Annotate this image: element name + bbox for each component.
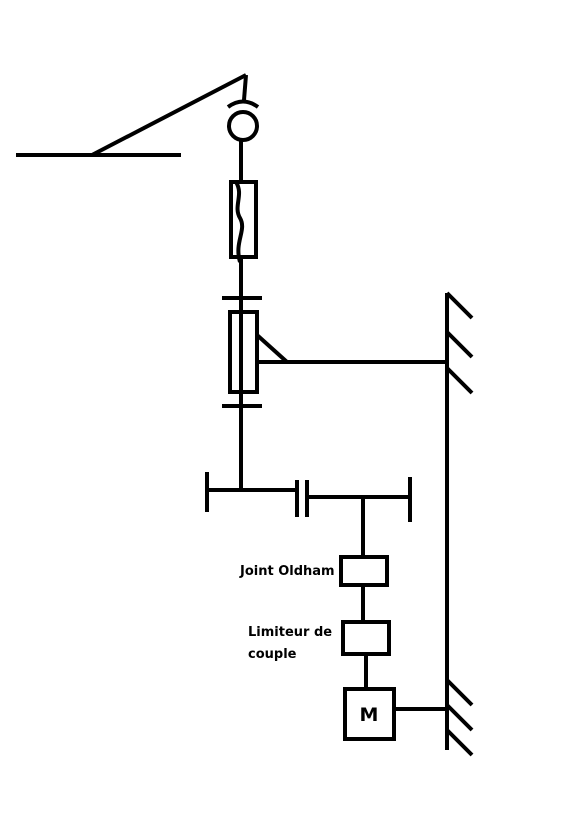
oldham-label: Joint Oldham xyxy=(239,564,335,579)
limiteur-label-line2: couple xyxy=(248,647,297,662)
motor xyxy=(343,687,447,741)
torque-limiter xyxy=(341,620,391,689)
jib-arm xyxy=(16,73,248,157)
gear-pair xyxy=(205,472,412,557)
frame-ground xyxy=(445,291,474,757)
limiteur-label-line1: Limiteur de xyxy=(248,625,332,640)
pivot-joint xyxy=(222,296,447,490)
oldham-coupling xyxy=(339,555,389,622)
motor-label: M xyxy=(360,704,379,726)
spherical-joint xyxy=(226,99,260,182)
helical-joint xyxy=(229,180,258,298)
